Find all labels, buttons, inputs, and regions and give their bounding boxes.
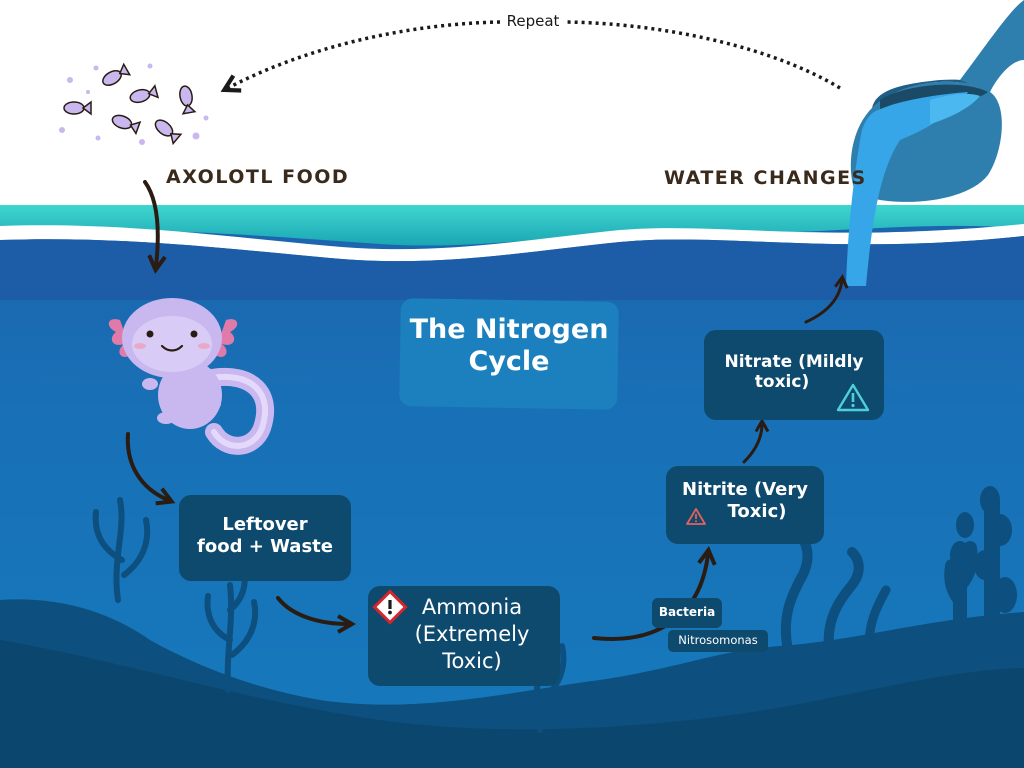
warning-triangle-icon bbox=[836, 383, 870, 412]
waste-line: food + Waste bbox=[197, 535, 333, 557]
fish-icon bbox=[63, 62, 197, 146]
warning-triangle-icon bbox=[686, 508, 706, 525]
diagram-title: The Nitrogen Cycle bbox=[400, 314, 618, 379]
nitrate-box bbox=[704, 330, 884, 420]
fish-food-cluster bbox=[59, 62, 209, 146]
axolotl-icon bbox=[108, 298, 275, 455]
repeat-label: Repeat bbox=[500, 12, 566, 30]
ammonia-line: Ammonia bbox=[421, 595, 523, 619]
arrow-nitrate-to-water bbox=[804, 274, 849, 324]
waste-box bbox=[179, 495, 351, 581]
arrow-food-to-axolotl bbox=[143, 180, 167, 274]
nitrite-label: Nitrite (Very Toxic) bbox=[666, 479, 824, 522]
axolotl-food-label: AXOLOTL FOOD bbox=[166, 166, 350, 188]
hazard-diamond-icon bbox=[372, 589, 408, 625]
nitrite-line: Nitrite (Very bbox=[682, 479, 808, 500]
nitrate-line: Nitrate (Mildly bbox=[724, 352, 864, 372]
pouring-water bbox=[846, 92, 980, 286]
arrow-waste-to-ammonia bbox=[276, 596, 357, 634]
bacteria-tag bbox=[652, 598, 722, 628]
water-changes-label: WATER CHANGES bbox=[664, 167, 867, 189]
waste-label: Leftover food + Waste bbox=[179, 514, 351, 557]
repeat-arrow bbox=[228, 20, 841, 88]
nitrosomonas-label: Nitrosomonas bbox=[678, 633, 758, 647]
title-line: The Nitrogen bbox=[409, 314, 609, 345]
ammonia-box bbox=[368, 586, 560, 686]
ammonia-line: Toxic) bbox=[442, 648, 502, 673]
title-box bbox=[399, 298, 619, 410]
arrow-axolotl-to-waste bbox=[125, 432, 176, 506]
nitrate-label: Nitrate (Mildly toxic) bbox=[704, 352, 884, 393]
ammonia-label: Ammonia (Extremely Toxic) bbox=[392, 594, 552, 675]
ammonia-line: (Extremely bbox=[414, 621, 530, 646]
title-line: Cycle bbox=[468, 346, 550, 378]
nitrosomonas-tag bbox=[668, 630, 768, 652]
nitrite-line: Toxic) bbox=[727, 500, 787, 522]
seabed-silhouette bbox=[0, 486, 1024, 768]
nitrate-line: toxic) bbox=[754, 372, 810, 393]
waste-line: Leftover bbox=[222, 514, 308, 535]
arrow-nitrite-to-nitrate bbox=[742, 417, 770, 464]
bacteria-label: Bacteria bbox=[658, 605, 716, 619]
